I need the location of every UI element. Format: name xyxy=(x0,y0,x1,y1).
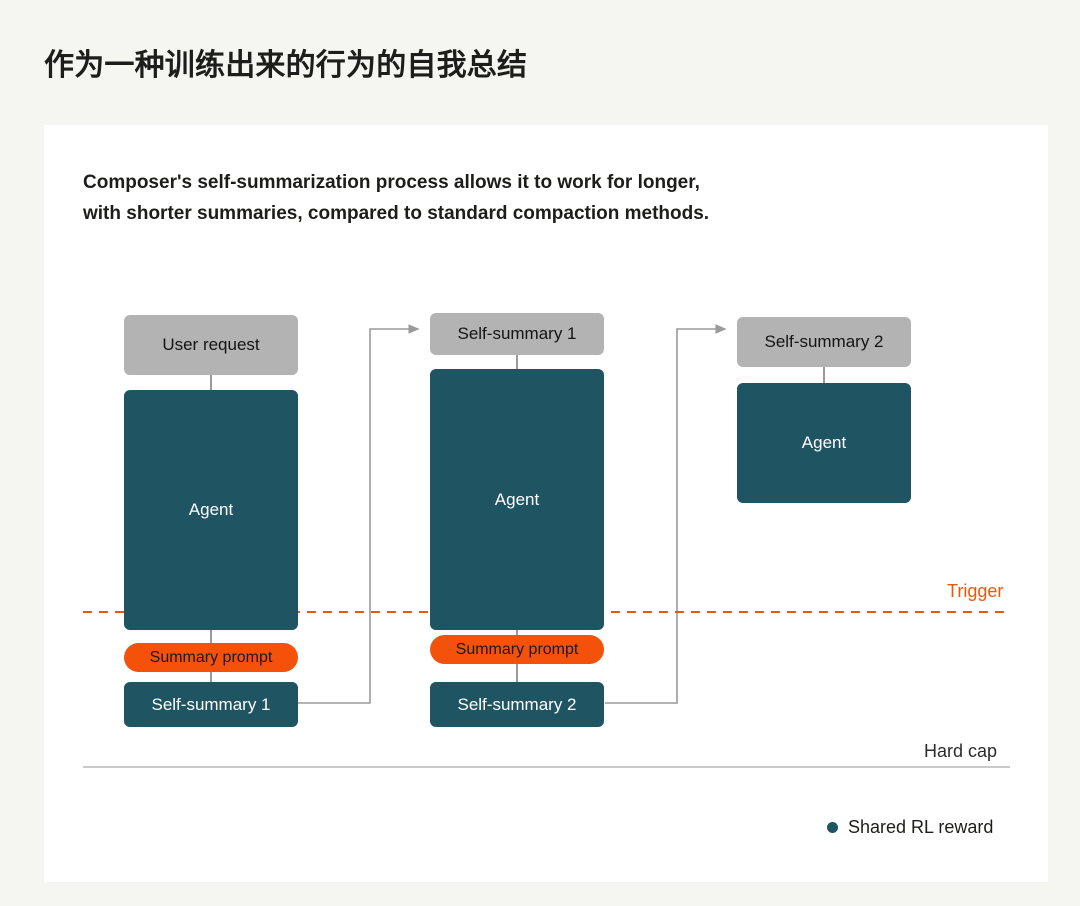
stem-col2-prompt-output xyxy=(516,664,518,682)
node-agent-column-3[interactable]: Agent xyxy=(737,383,911,503)
connector-column1-to-column2 xyxy=(298,324,420,704)
stem-col2-agent-prompt xyxy=(516,630,518,636)
trigger-label: Trigger xyxy=(947,581,1004,601)
diagram-connectors xyxy=(83,324,1010,768)
connector-column2-to-column3 xyxy=(605,324,727,704)
hard-cap-label: Hard cap xyxy=(924,741,998,761)
self-summarization-diagram: User request Agent Summary prompt Self-s… xyxy=(44,125,1048,882)
node-agent-column-1[interactable]: Agent xyxy=(124,390,298,630)
node-agent-column-2[interactable]: Agent xyxy=(430,369,604,630)
node-summary-prompt-column-1[interactable]: Summary prompt xyxy=(124,643,298,672)
stem-col2-input-agent xyxy=(516,355,518,370)
node-self-summary-2-input[interactable]: Self-summary 2 xyxy=(737,317,911,367)
node-user-request[interactable]: User request xyxy=(124,315,298,375)
legend-dot-icon xyxy=(827,822,838,833)
card-subtitle: Composer's self-summarization process al… xyxy=(83,167,923,229)
page-title: 作为一种训练出来的行为的自我总结 xyxy=(44,49,528,82)
stem-col1-prompt-output xyxy=(210,672,212,682)
stem-col3-input-agent xyxy=(823,367,825,384)
legend-shared-rl-reward: Shared RL reward xyxy=(827,817,993,838)
stem-col1-agent-prompt xyxy=(210,630,212,644)
legend-label: Shared RL reward xyxy=(848,817,994,837)
content-card: Composer's self-summarization process al… xyxy=(44,125,1048,882)
subtitle-line-2: with shorter summaries, compared to stan… xyxy=(83,203,710,224)
subtitle-line-1: Composer's self-summarization process al… xyxy=(83,172,700,193)
node-self-summary-2-output[interactable]: Self-summary 2 xyxy=(430,682,604,727)
node-summary-prompt-column-2[interactable]: Summary prompt xyxy=(430,635,604,664)
node-self-summary-1-output[interactable]: Self-summary 1 xyxy=(124,682,298,727)
node-self-summary-1-input[interactable]: Self-summary 1 xyxy=(430,313,604,355)
stem-col1-input-agent xyxy=(210,375,212,391)
